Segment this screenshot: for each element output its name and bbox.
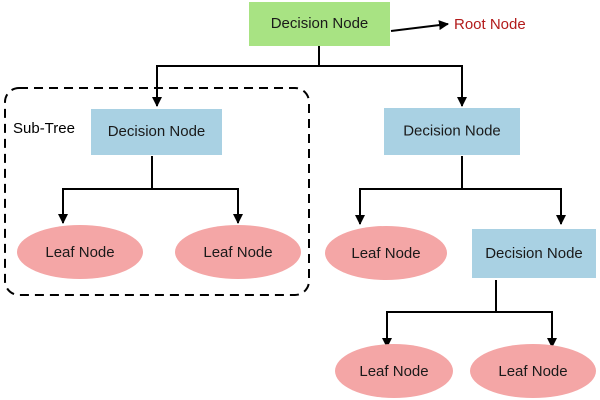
edge-right-leaf xyxy=(355,156,463,225)
bottom-leaf-node-1[interactable]: Leaf Node xyxy=(335,344,453,398)
tree-edges xyxy=(58,20,566,348)
left-leaf-node-1[interactable]: Leaf Node xyxy=(17,225,143,279)
child-decision-box xyxy=(472,229,596,278)
root-annotation-label: Root Node xyxy=(454,16,526,33)
right-leaf-node[interactable]: Leaf Node xyxy=(325,226,447,280)
subtree-label: Sub-Tree xyxy=(13,120,75,137)
right-leaf-shape xyxy=(325,226,447,280)
left-leaf-1-shape xyxy=(17,225,143,279)
root-node-label: Decision Node xyxy=(271,15,369,32)
left-decision-box xyxy=(91,109,222,155)
left-leaf-node-2[interactable]: Leaf Node xyxy=(175,225,301,279)
edge-right-decision xyxy=(462,188,566,225)
right-decision-node[interactable]: Decision Node xyxy=(384,108,520,155)
edge-left-leaf1 xyxy=(58,156,153,224)
left-leaf-2-shape xyxy=(175,225,301,279)
left-leaf-2-label: Leaf Node xyxy=(203,244,272,261)
edge-root-right xyxy=(319,65,467,107)
root-node-box xyxy=(249,2,390,46)
bottom-leaf-1-shape xyxy=(335,344,453,398)
bottom-leaf-2-shape xyxy=(470,344,596,398)
left-decision-node[interactable]: Decision Node xyxy=(91,109,222,155)
left-decision-label: Decision Node xyxy=(108,123,206,140)
right-leaf-label: Leaf Node xyxy=(351,245,420,262)
edge-root-left xyxy=(152,45,320,107)
bottom-leaf-node-2[interactable]: Leaf Node xyxy=(470,344,596,398)
child-decision-node[interactable]: Decision Node xyxy=(472,229,596,278)
bottom-leaf-2-label: Leaf Node xyxy=(498,363,567,380)
left-leaf-1-label: Leaf Node xyxy=(45,244,114,261)
edge-child-leaf1 xyxy=(382,280,497,348)
edge-left-leaf2 xyxy=(152,188,243,224)
edge-child-leaf2 xyxy=(496,311,557,348)
root-annotation-arrow xyxy=(390,20,449,32)
root-decision-node[interactable]: Decision Node xyxy=(249,2,390,46)
right-decision-label: Decision Node xyxy=(403,122,501,139)
bottom-leaf-1-label: Leaf Node xyxy=(359,363,428,380)
right-decision-box xyxy=(384,108,520,155)
child-decision-label: Decision Node xyxy=(485,245,583,262)
